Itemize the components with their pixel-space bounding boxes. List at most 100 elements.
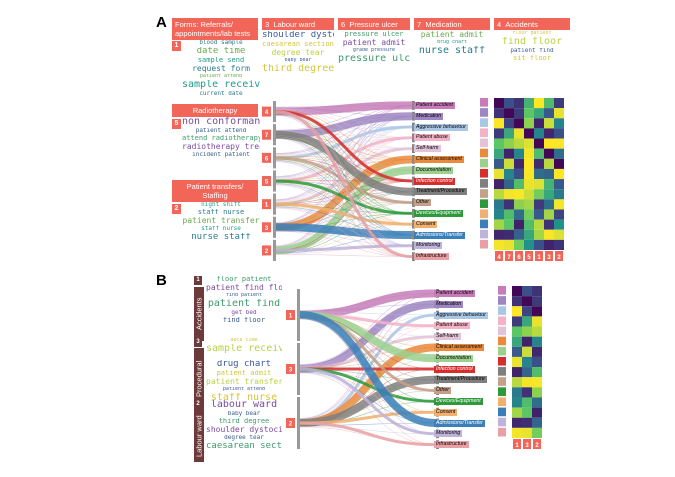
heatmap-col-box (545, 251, 553, 261)
sankey-flow (275, 184, 413, 247)
heatmap-col-box (525, 251, 533, 261)
heatmap-cell (514, 138, 524, 149)
heatmap-cell (522, 316, 532, 327)
category-swatch (480, 118, 488, 127)
heatmap-cell (544, 189, 554, 200)
heatmap-cell (532, 417, 542, 428)
word-cloud-word: floor patient (216, 276, 272, 283)
sankey-category-label: Documentation (414, 166, 453, 174)
group-label-labour-ward: Labour ward (194, 410, 204, 462)
sankey-target-node (412, 252, 415, 261)
heatmap-cell (522, 356, 532, 368)
heatmap-cell (534, 239, 544, 250)
sankey-flow (299, 372, 437, 445)
heatmap-cell (524, 229, 534, 240)
sankey-target-node (412, 133, 415, 143)
heatmap-cell (524, 138, 534, 149)
sankey-target-node (412, 209, 415, 218)
sankey-main-flow (299, 421, 437, 447)
sankey-category-label: Patient abuse (414, 134, 450, 142)
heatmap-cell (524, 179, 534, 190)
heatmap-cell (524, 209, 534, 220)
sankey-category-label: Clinical assessment (434, 343, 484, 351)
sankey-source-box (286, 418, 295, 428)
sankey-source-box (262, 222, 271, 233)
topic-number: 1 (194, 276, 202, 285)
heatmap-cell (522, 377, 532, 388)
heatmap-cell (522, 387, 532, 398)
heatmap-cell (532, 407, 542, 418)
topic-header-forms: Forms: Referrals/ appointments/lab tests (172, 18, 258, 40)
category-swatch (480, 158, 488, 168)
word-cloud-labour-ward: shoulder dystociacaesarean sectiondegree… (262, 31, 334, 91)
heatmap-cell (512, 427, 522, 438)
heatmap-cell (534, 168, 544, 180)
heatmap-cell (532, 306, 542, 317)
sankey-category-label: Aggressive behaviour (414, 123, 468, 131)
topic-header-medication: 7 Medication (414, 18, 490, 30)
sankey-category-label: Admissions/Transfer (414, 231, 465, 239)
sankey-source-node (273, 170, 276, 192)
sankey-category-label: Infection control (434, 365, 475, 373)
heatmap-col-box (495, 251, 503, 261)
word-cloud-word: request form (192, 65, 250, 73)
heatmap-cell (544, 219, 554, 230)
heatmap-cell (554, 98, 564, 109)
heatmap-cell (512, 377, 522, 388)
sankey-source-node (273, 239, 276, 261)
heatmap-cell (544, 239, 554, 250)
sankey-category-label: Consent (434, 408, 458, 416)
topic-title: Medication (425, 20, 462, 29)
sankey-target-node (412, 187, 415, 197)
sankey-source-box (286, 310, 295, 320)
category-swatch (498, 346, 506, 356)
topic-title: Accidents (505, 20, 538, 29)
heatmap-cell (522, 306, 532, 317)
topic-header-transfers: Patient transfers/ Staffing (172, 180, 258, 202)
group-name: Procedural (194, 360, 204, 398)
heatmap-cell (494, 128, 504, 139)
heatmap-cell (514, 128, 524, 139)
category-swatch (480, 219, 488, 229)
heatmap-cell (532, 346, 542, 357)
heatmap-cell (534, 179, 544, 190)
word-cloud-word: third degree (262, 64, 334, 74)
heatmap-cell (514, 239, 524, 250)
heatmap-cell (494, 118, 504, 129)
heatmap-col-label: 3 (525, 443, 529, 449)
word-cloud-word: baby bear (227, 411, 261, 417)
heatmap-cell (504, 219, 514, 230)
sankey-flow (299, 318, 437, 445)
sankey-source-label: 1 (265, 203, 269, 209)
sankey-flow (299, 368, 437, 423)
heatmap-cell (532, 367, 542, 378)
topic-title: Forms: Referrals/ appointments/lab tests (175, 20, 251, 38)
heatmap-cell (514, 199, 524, 210)
heatmap-cell (514, 219, 524, 230)
topic-header-pressure-ulcer: 6 Pressure ulcer (338, 18, 410, 30)
heatmap-cell (494, 219, 504, 230)
sankey-source-label: 4 (265, 110, 269, 116)
heatmap-cell (522, 346, 532, 357)
sankey-main-flow (299, 311, 437, 427)
sankey-category-label: Infrastructure (434, 441, 469, 449)
sankey-source-label: 7 (265, 133, 269, 139)
sankey-target-node (412, 155, 415, 164)
heatmap-col-label: 2 (557, 255, 561, 261)
topic-number: 4 (497, 20, 502, 29)
word-cloud-word: night shift (201, 202, 241, 208)
sankey-source-node (297, 343, 300, 395)
heatmap-cell (494, 108, 504, 119)
sankey-category-label: Medication (434, 300, 464, 308)
group-name: Accidents (194, 297, 204, 331)
sankey-category-label: Patient accident (434, 289, 475, 297)
category-swatch (498, 377, 506, 386)
word-cloud-word: sample send (197, 57, 245, 64)
word-cloud-word: patient attend (222, 387, 266, 392)
category-swatch (498, 316, 506, 326)
heatmap-cell (512, 296, 522, 307)
